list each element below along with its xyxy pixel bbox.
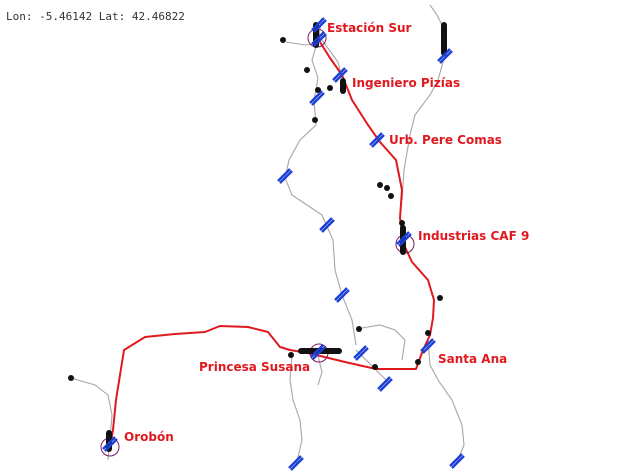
- signal-marker-icon[interactable]: [369, 132, 385, 148]
- signal-marker-icon[interactable]: [420, 338, 436, 354]
- vehicle-dot-icon[interactable]: [312, 117, 318, 123]
- signal-marker-icon[interactable]: [396, 231, 412, 247]
- signal-marker-icon[interactable]: [311, 17, 327, 33]
- vehicle-dot-icon[interactable]: [437, 295, 443, 301]
- vehicle-dot-icon[interactable]: [304, 67, 310, 73]
- track-segment: [289, 354, 303, 466]
- track-segment: [427, 339, 465, 463]
- vehicle-dot-icon[interactable]: [399, 220, 405, 226]
- signal-marker-icon[interactable]: [332, 67, 348, 83]
- track-network: [70, 4, 465, 466]
- vehicle-dot-icon[interactable]: [340, 78, 346, 94]
- lat-label: Lat:: [98, 10, 126, 23]
- track-segment: [317, 355, 323, 386]
- vehicle-dot-icon[interactable]: [372, 364, 378, 370]
- station-label-princesa-susana[interactable]: Princesa Susana: [199, 360, 310, 374]
- track-segment: [284, 17, 357, 346]
- signal-marker-icon[interactable]: [319, 217, 335, 233]
- station-label-orobon[interactable]: Orobón: [124, 430, 174, 444]
- signal-marker-icon[interactable]: [334, 287, 350, 303]
- signal-marker-icon[interactable]: [309, 90, 325, 106]
- station-label-industrias-caf-9[interactable]: Industrias CAF 9: [418, 229, 529, 243]
- vehicle-dot-icon[interactable]: [388, 193, 394, 199]
- signal-marker-icon[interactable]: [288, 455, 304, 471]
- vehicle-dot-icon[interactable]: [400, 225, 406, 255]
- signal-markers: [102, 17, 465, 471]
- signal-marker-icon[interactable]: [449, 453, 465, 469]
- station-markers: [100, 28, 415, 457]
- station-label-estacion-sur[interactable]: Estación Sur: [327, 21, 412, 35]
- station-labels: Estación Sur Ingeniero Pizías Urb. Pere …: [124, 21, 529, 444]
- vehicle-dot-icon[interactable]: [68, 375, 74, 381]
- signal-marker-icon[interactable]: [311, 31, 327, 47]
- vehicle-dot-icon[interactable]: [288, 352, 294, 358]
- lon-label: Lon:: [6, 10, 33, 23]
- signal-marker-icon[interactable]: [310, 344, 326, 360]
- signal-marker-icon[interactable]: [377, 376, 393, 392]
- signal-marker-icon[interactable]: [102, 436, 118, 452]
- track-segment: [401, 4, 446, 201]
- signal-marker-icon[interactable]: [353, 345, 369, 361]
- vehicle-dot-icon[interactable]: [280, 37, 286, 43]
- station-label-urb-pere-comas[interactable]: Urb. Pere Comas: [389, 133, 502, 147]
- track-segment: [361, 324, 406, 361]
- station-label-ingeniero-pizias[interactable]: Ingeniero Pizías: [352, 76, 460, 90]
- station-label-santa-ana[interactable]: Santa Ana: [438, 352, 507, 366]
- lon-value: -5.46142: [39, 10, 93, 23]
- signal-marker-icon[interactable]: [437, 48, 453, 64]
- signal-marker-icon[interactable]: [277, 168, 293, 184]
- coordinate-readout: Lon: -5.46142 Lat: 42.46822: [6, 10, 185, 23]
- vehicle-dot-icon[interactable]: [377, 182, 383, 188]
- lat-value: 42.46822: [131, 10, 185, 23]
- vehicle-dot-icon[interactable]: [327, 85, 333, 91]
- vehicle-dot-icon[interactable]: [441, 22, 447, 56]
- vehicle-dot-icon[interactable]: [356, 326, 362, 332]
- vehicle-dot-icon[interactable]: [315, 87, 321, 93]
- vehicle-dot-icon[interactable]: [384, 185, 390, 191]
- vehicle-dot-icon[interactable]: [425, 330, 431, 336]
- vehicle-dot-icon[interactable]: [415, 359, 421, 365]
